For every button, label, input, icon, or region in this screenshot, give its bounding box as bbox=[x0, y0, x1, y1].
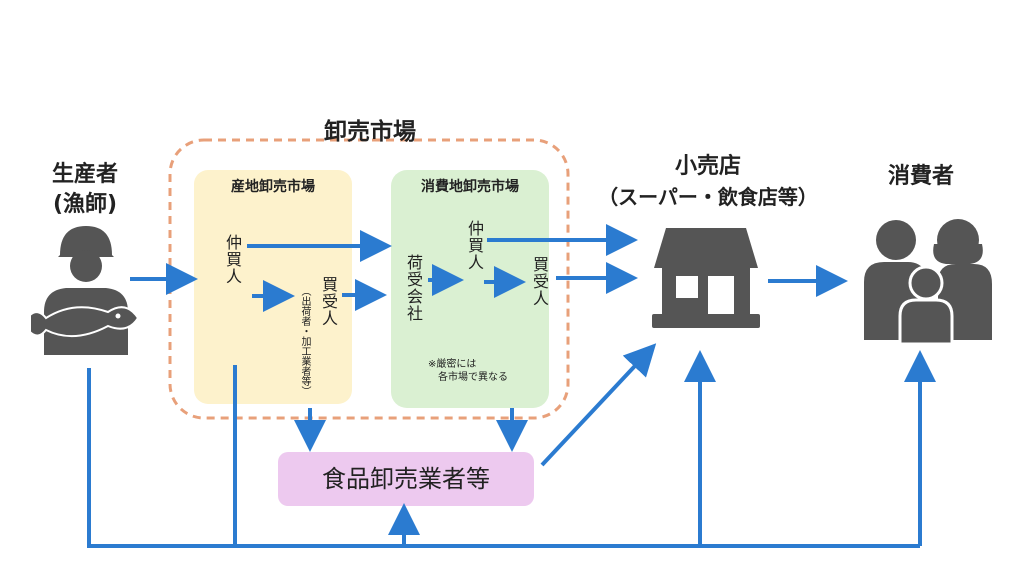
consumption-market-title: 消費地卸売市場 bbox=[421, 179, 519, 195]
consumption-wholesaler-label: 荷受会社 bbox=[404, 254, 423, 322]
consumption-note: ※厳密には 各市場で異なる bbox=[410, 358, 530, 384]
note-line2: 各市場で異なる bbox=[438, 372, 508, 383]
note-line1: ※厳密には bbox=[428, 359, 477, 370]
retail-line1: 小売店 bbox=[674, 154, 741, 179]
retail-line2: （スーパー・飲食店等） bbox=[598, 185, 818, 209]
origin-buyer-note: （出荷者・加工業者等） bbox=[299, 286, 310, 396]
origin-market-title: 産地卸売市場 bbox=[231, 179, 315, 195]
retail-label: 小売店 （スーパー・飲食店等） bbox=[590, 152, 826, 212]
producer-line2: (漁師) bbox=[52, 192, 118, 217]
bottom-flow-line bbox=[87, 368, 920, 548]
producer-line1: 生産者 bbox=[51, 162, 118, 187]
fisherman-icon bbox=[29, 226, 140, 355]
consumption-market-box bbox=[391, 170, 549, 408]
consumption-broker-label: 仲買人 bbox=[465, 220, 484, 271]
store-icon bbox=[652, 228, 760, 328]
food-wholesaler-label: 食品卸売業者等 bbox=[322, 465, 490, 493]
consumption-buyer-label: 買受人 bbox=[530, 256, 549, 307]
family-icon bbox=[864, 219, 992, 346]
food-wholesaler-box bbox=[278, 452, 534, 506]
wholesale-market-title: 卸売市場 bbox=[324, 119, 416, 145]
origin-buyer-label: 買受人 bbox=[319, 276, 338, 327]
producer-label: 生産者 (漁師) bbox=[30, 160, 140, 220]
origin-broker-label: 仲買人 bbox=[223, 234, 242, 285]
arrow-food-to-retail bbox=[540, 343, 657, 467]
consumer-label: 消費者 bbox=[887, 164, 954, 189]
